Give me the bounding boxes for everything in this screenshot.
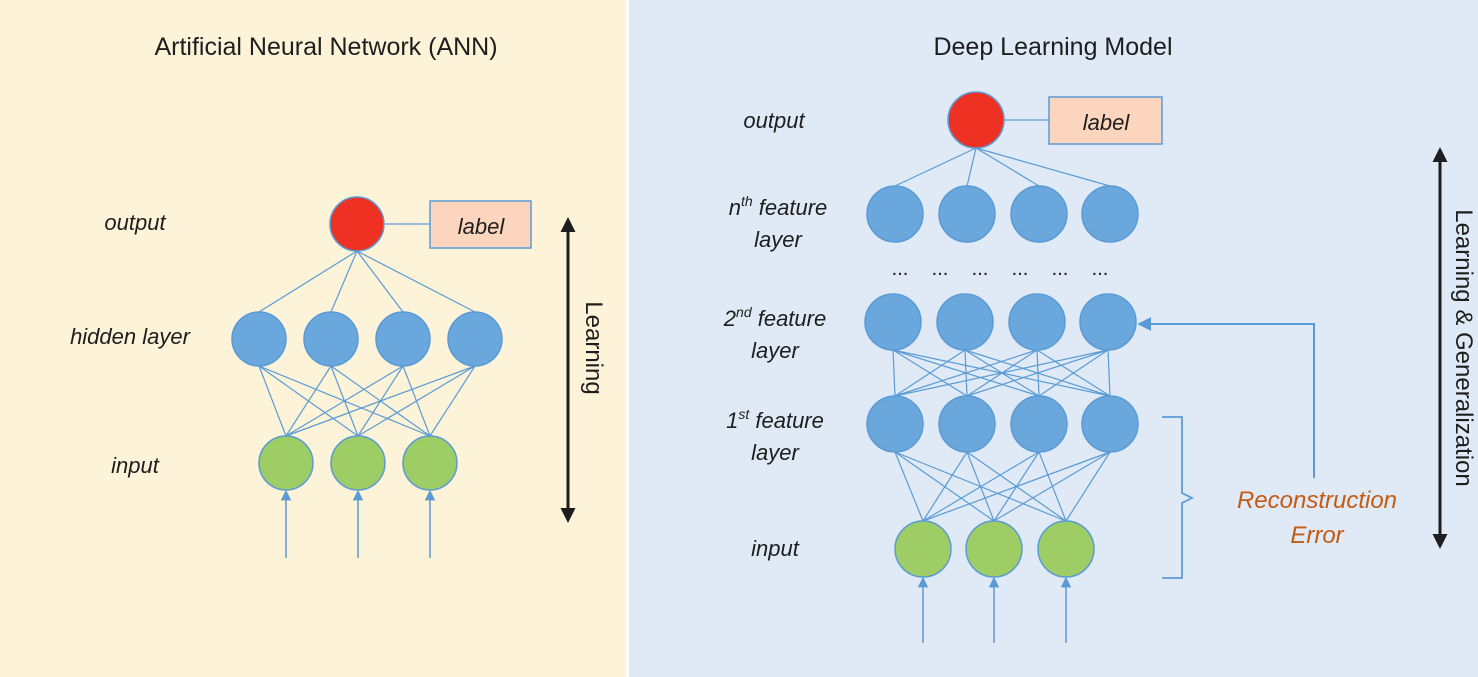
dl-edge (993, 451, 1111, 522)
ann-edge (357, 365, 476, 437)
dl-second-layer-node (1079, 293, 1137, 351)
ann-edge (330, 250, 358, 313)
dl-input-node (894, 520, 952, 578)
ann-hidden-label: hidden layer (70, 324, 192, 349)
dl-first-layer-label: 1st feature (726, 406, 824, 433)
reconstruction-error-label-line2: Error (1290, 522, 1344, 549)
dl-edge (922, 451, 1040, 522)
ann-edge (285, 365, 404, 437)
dl-ellipsis: ... (892, 258, 909, 280)
dl-first-layer-node (1010, 395, 1068, 453)
dl-nth-layer-node (1081, 185, 1139, 243)
ann-hidden-node (231, 311, 287, 367)
reconstruction-error-label: Reconstruction (1237, 487, 1397, 514)
dl-first-layer-node (938, 395, 996, 453)
dl-ellipsis: ... (972, 258, 989, 280)
dl-second-layer-label-line2: layer (751, 338, 800, 363)
dl-learning-generalization-label: Learning & Generalization (1450, 209, 1477, 487)
dl-first-layer-label-line2: layer (751, 440, 800, 465)
dl-nth-layer-node (1010, 185, 1068, 243)
dl-ellipsis: ... (1012, 258, 1029, 280)
reconstruction-brace (1162, 416, 1195, 579)
dl-label-box-text: label (1083, 110, 1131, 135)
ann-label-box (429, 200, 532, 249)
ann-edge (285, 365, 476, 437)
dl-second-layer-label: 2nd feature (723, 304, 826, 331)
dl-edge (966, 147, 977, 187)
dl-ellipsis: ... (932, 258, 949, 280)
dl-edge (1038, 349, 1109, 397)
dl-output-node (947, 91, 1005, 149)
dl-label-box (1048, 96, 1163, 145)
ann-label-box-text: label (458, 214, 506, 239)
ann-input-node (402, 435, 458, 491)
dl-edge (922, 451, 1111, 522)
ann-edge (258, 250, 358, 313)
ann-input-node (330, 435, 386, 491)
dl-edge (894, 349, 966, 397)
dl-input-node (965, 520, 1023, 578)
ann-input-label: input (111, 453, 160, 478)
dl-first-layer-node (866, 395, 924, 453)
dl-ellipsis: ... (1052, 258, 1069, 280)
ann-hidden-node (303, 311, 359, 367)
ann-title: Artificial Neural Network (ANN) (154, 33, 497, 61)
ann-connections (258, 250, 476, 437)
ann-hidden-node (375, 311, 431, 367)
dl-edge (922, 451, 968, 522)
dl-edge (894, 147, 977, 187)
dl-second-layer-node (936, 293, 994, 351)
ann-output-node (329, 196, 385, 252)
dl-second-layer-node (864, 293, 922, 351)
dl-nth-layer-label: nth feature (729, 193, 828, 220)
reconstruction-feedback-arrow (1137, 317, 1315, 478)
ann-output-label: output (104, 210, 166, 235)
dl-output-label: output (743, 108, 805, 133)
dl-edge (1065, 451, 1111, 522)
dl-edge (966, 349, 1109, 397)
dl-nth-layer-node (938, 185, 996, 243)
dl-nth-layer-node (866, 185, 924, 243)
dl-second-layer-node (1008, 293, 1066, 351)
dl-title: Deep Learning Model (933, 33, 1172, 61)
dl-nth-layer-label-line2: layer (754, 227, 803, 252)
dl-edge (894, 349, 1109, 397)
dl-edge (975, 147, 1040, 187)
panel-divider (626, 0, 629, 677)
dl-edge (892, 349, 896, 397)
dl-input-node (1037, 520, 1095, 578)
dl-edge (894, 451, 924, 522)
ann-edge (356, 250, 404, 313)
ann-edge (258, 365, 287, 437)
dl-edge (894, 349, 1038, 397)
ann-edge (356, 250, 476, 313)
ann-edge (429, 365, 476, 437)
dl-first-layer-node (1081, 395, 1139, 453)
dl-input-label: input (751, 536, 800, 561)
ann-input-node (258, 435, 314, 491)
ann-hidden-node (447, 311, 503, 367)
dl-edge (975, 147, 1111, 187)
ann-edge (285, 365, 332, 437)
dl-connections (892, 147, 1111, 522)
dl-edge (1107, 349, 1111, 397)
dl-ellipsis: ... (1092, 258, 1109, 280)
ann-learning-label: Learning (580, 301, 607, 394)
